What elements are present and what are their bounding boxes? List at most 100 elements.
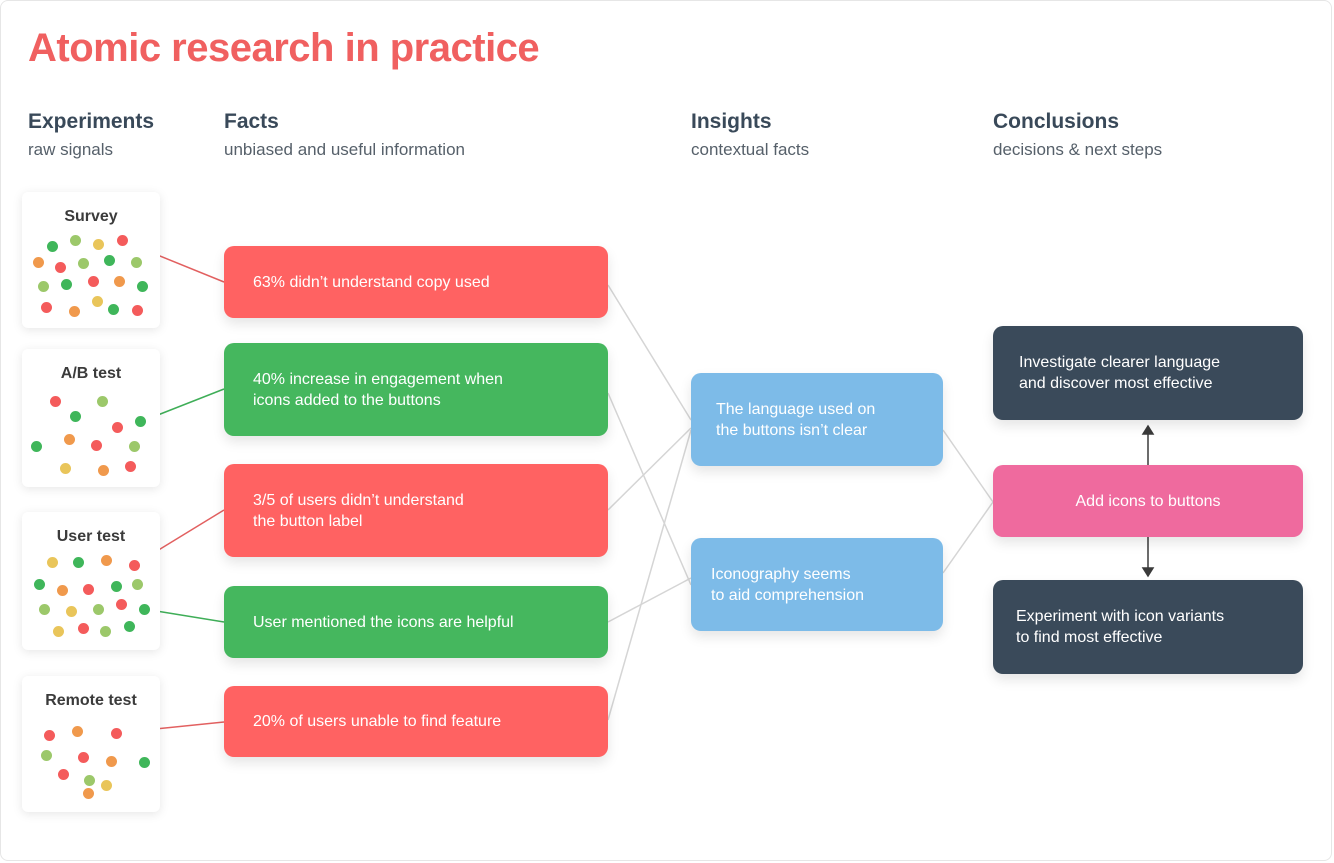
signal-dot: [104, 255, 115, 266]
signal-dot: [44, 730, 55, 741]
column-subheading: raw signals: [28, 140, 114, 159]
connector-insight1-conclusion: [942, 429, 994, 503]
signal-dot: [50, 396, 61, 407]
signal-dot: [132, 579, 143, 590]
fact-box: 40% increase in engagement when icons ad…: [224, 343, 608, 436]
signal-dot: [78, 752, 89, 763]
experiment-card-user-test: User test: [22, 512, 160, 650]
arrow-down-head: [1141, 567, 1155, 578]
column-subheading: contextual facts: [691, 140, 810, 159]
signal-dot: [124, 621, 135, 632]
column-header-insights: Insights contextual facts: [691, 110, 809, 160]
connector-fact2-insight2: [607, 392, 692, 586]
column-heading: Conclusions: [993, 110, 1120, 133]
signal-dot: [93, 604, 104, 615]
fact-text: 20% of users unable to find feature: [253, 713, 502, 730]
connector-insight2-conclusion: [942, 501, 994, 574]
signal-dot: [135, 416, 146, 427]
experiment-card-survey: Survey: [22, 192, 160, 328]
fact-text: 3/5 of users didn’t understand the butto…: [253, 491, 464, 530]
signal-dot: [111, 728, 122, 739]
signal-dot: [100, 626, 111, 637]
signal-dot: [58, 769, 69, 780]
signal-dot: [131, 257, 142, 268]
conclusion-text: Add icons to buttons: [1075, 492, 1221, 510]
signal-dot: [91, 440, 102, 451]
signal-dot: [47, 241, 58, 252]
fact-box: 63% didn’t understand copy used: [224, 246, 608, 318]
signal-dot: [41, 750, 52, 761]
signal-dot: [92, 296, 103, 307]
column-header-facts: Facts unbiased and useful information: [224, 110, 465, 160]
signal-dot: [139, 757, 150, 768]
signal-dot: [101, 555, 112, 566]
column-heading: Facts: [224, 110, 279, 133]
signal-dot: [64, 434, 75, 445]
signal-dot: [132, 305, 143, 316]
signal-dot: [129, 560, 140, 571]
signal-dot: [84, 775, 95, 786]
signal-dot: [108, 304, 119, 315]
signal-dot: [116, 599, 127, 610]
signal-dot: [73, 557, 84, 568]
signal-dot: [39, 604, 50, 615]
page-title: Atomic research in practice: [28, 26, 540, 70]
fact-text: 63% didn’t understand copy used: [253, 273, 490, 291]
signal-dot: [38, 281, 49, 292]
signal-dot: [34, 579, 45, 590]
arrow-up-head: [1141, 424, 1155, 435]
conclusion-text: Experiment with icon variants to find mo…: [1016, 608, 1225, 646]
experiment-card-ab-test: A/B test: [22, 349, 160, 487]
fact-box: 3/5 of users didn’t understand the butto…: [224, 464, 608, 557]
conclusion-box-main: Add icons to buttons: [993, 465, 1303, 537]
signal-dot: [78, 258, 89, 269]
connector-fact5-insight1: [607, 429, 692, 721]
column-heading: Experiments: [28, 110, 155, 133]
connector-fact4-insight2: [607, 577, 692, 623]
conclusion-box: Experiment with icon variants to find mo…: [993, 580, 1303, 674]
signal-dot: [137, 281, 148, 292]
column-heading: Insights: [691, 110, 772, 133]
signal-dot: [55, 262, 66, 273]
signal-dot: [114, 276, 125, 287]
connector-fact3-insight1: [607, 427, 692, 511]
signal-dot: [98, 465, 109, 476]
signal-dot: [129, 441, 140, 452]
signal-dot: [117, 235, 128, 246]
experiment-card-remote-test: Remote test: [22, 676, 160, 812]
signal-dot: [31, 441, 42, 452]
signal-dot: [97, 396, 108, 407]
signal-dot: [66, 606, 77, 617]
experiment-label: User test: [56, 528, 126, 545]
signal-dot: [93, 239, 104, 250]
signal-dot: [139, 604, 150, 615]
signal-dot: [101, 780, 112, 791]
insight-text: The language used on the buttons isn’t c…: [716, 400, 876, 439]
column-subheading: decisions & next steps: [993, 140, 1163, 159]
conclusion-text: Investigate clearer language and discove…: [1019, 354, 1221, 392]
signal-dot: [78, 623, 89, 634]
signal-dot: [53, 626, 64, 637]
signal-dot: [47, 557, 58, 568]
signal-dot: [88, 276, 99, 287]
signal-dot: [41, 302, 52, 313]
conclusion-box: Investigate clearer language and discove…: [993, 326, 1303, 420]
signal-dot: [33, 257, 44, 268]
fact-text: 40% increase in engagement when icons ad…: [253, 370, 503, 409]
signal-dot: [70, 411, 81, 422]
experiment-label: A/B test: [60, 365, 122, 382]
signal-dot: [125, 461, 136, 472]
experiment-label: Survey: [64, 208, 118, 225]
signal-dot: [61, 279, 72, 290]
insight-text: Iconography seems to aid comprehension: [711, 565, 864, 604]
fact-text: User mentioned the icons are helpful: [253, 613, 514, 631]
connector-fact1-insight1: [607, 284, 692, 421]
column-header-conclusions: Conclusions decisions & next steps: [993, 110, 1162, 160]
signal-dot: [83, 788, 94, 799]
signal-dot: [57, 585, 68, 596]
insight-box: Iconography seems to aid comprehension: [691, 538, 943, 631]
signal-dot: [83, 584, 94, 595]
signal-dot: [70, 235, 81, 246]
